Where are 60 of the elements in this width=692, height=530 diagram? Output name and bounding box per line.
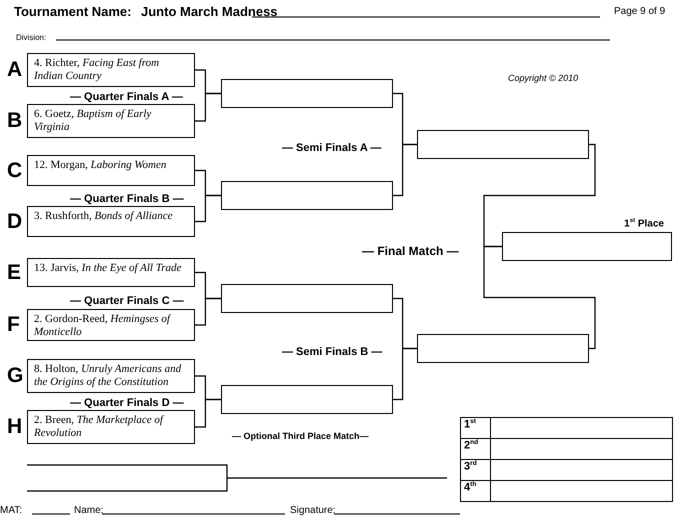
team-entry-box — [27, 206, 195, 237]
team-entry-box — [27, 155, 195, 186]
bracket-letter: B — [7, 110, 22, 132]
place-rank: 4$^{th}$ — [460, 480, 490, 502]
winner-box — [502, 232, 672, 261]
team-name: 3. Rushforth, Bonds of Alliance — [34, 210, 174, 223]
bracket-letter: F — [7, 314, 20, 336]
winner-box — [417, 130, 589, 159]
field-label: MAT: — [0, 505, 22, 516]
winner-box — [417, 334, 589, 363]
place-label: 1$^{st}$ Place — [624, 218, 664, 230]
team-entry-box — [27, 359, 195, 393]
bracket-letter: C — [7, 160, 22, 182]
team-entry-box — [27, 104, 195, 138]
team-name: 2. Gordon-Reed, Hemingses of Monticello — [34, 313, 172, 339]
bracket-line — [195, 194, 221, 222]
bracket-line — [195, 298, 221, 326]
winner-box — [221, 181, 393, 210]
bracket-line — [195, 92, 221, 122]
place-rank: 2$^{nd}$ — [460, 438, 490, 460]
team-name: 2. Breen, The Marketplace of Revolution — [34, 414, 166, 440]
winner-box — [221, 385, 393, 414]
round-label: — Semi Finals A — — [282, 142, 382, 154]
bracket-line — [483, 144, 596, 248]
winner-box — [221, 79, 393, 108]
round-label: — Quarter Finals C — — [70, 295, 184, 307]
bracket-letter: G — [7, 365, 24, 387]
round-label: — Quarter Finals D — — [70, 397, 184, 409]
bracket-line — [483, 246, 596, 350]
place-rank: 3$^{rd}$ — [460, 460, 490, 480]
bracket-letter: A — [7, 59, 22, 81]
team-entry-box — [27, 410, 195, 444]
bracket-line — [393, 144, 417, 196]
round-label: — Final Match — — [362, 244, 459, 258]
field-label: Name: — [74, 505, 104, 516]
place-rank: 1$^{st}$ — [460, 418, 490, 438]
winner-box — [221, 284, 393, 313]
team-name: 8. Holton, Unruly Americans and the Origins of the Constitution — [34, 363, 182, 389]
team-name: 12. Morgan, Laboring Women — [34, 159, 168, 172]
tournament-name: Junto March Madness — [141, 4, 278, 19]
round-label: — Quarter Finals B — — [70, 193, 184, 205]
field-label: Signature: — [290, 505, 336, 516]
bracket-line — [195, 398, 221, 428]
field-label: Tournament Name: — [14, 4, 132, 19]
team-entry-box — [27, 53, 195, 87]
bracket-line — [393, 348, 417, 400]
team-name: 13. Jarvis, In the Eye of All Trade — [34, 262, 182, 275]
field-label: Division: — [16, 33, 46, 42]
bracket-letter: E — [7, 262, 22, 284]
round-label: — Semi Finals B — — [282, 346, 382, 358]
team-entry-box — [27, 258, 195, 287]
team-entry-box — [27, 309, 195, 341]
bracket-letter: H — [7, 416, 22, 438]
bracket-letter: D — [7, 210, 22, 232]
page-number: Page 9 of 9 — [614, 6, 666, 17]
round-label: — Optional Third Place Match— — [232, 431, 369, 441]
team-name: 4. Richter, Facing East from Indian Country — [34, 57, 160, 83]
team-name: 6. Goetz, Baptism of Early Virginia — [34, 108, 152, 134]
round-label: — Quarter Finals A — — [70, 91, 183, 103]
copyright-note: Copyright © 2010 — [508, 73, 578, 83]
